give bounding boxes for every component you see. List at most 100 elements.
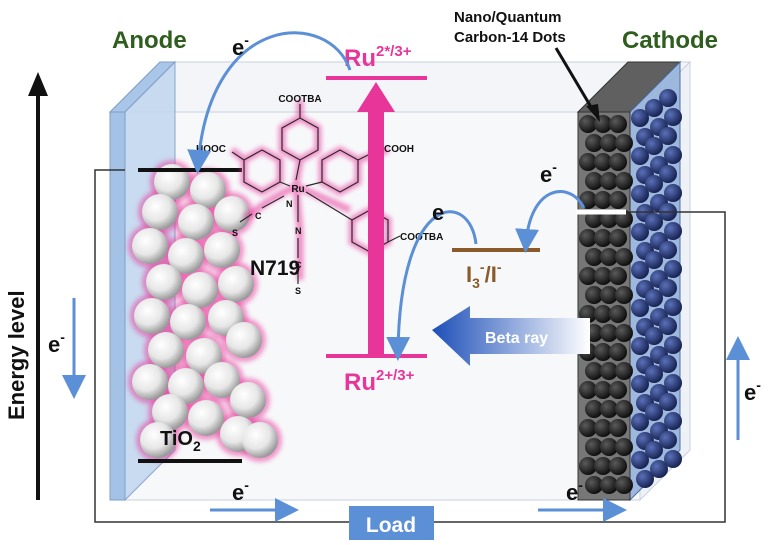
carbon-dot: [600, 172, 618, 190]
carbon-dot: [600, 134, 618, 152]
electron-label-cathode: e-: [540, 159, 557, 187]
carbon-dot: [594, 419, 612, 437]
cathode-particle: [631, 261, 649, 279]
cathode-particle: [631, 375, 649, 393]
cathode-particle: [645, 289, 663, 307]
cathode-particle: [664, 184, 682, 202]
carbon-dot: [600, 324, 618, 342]
carbon-dot: [600, 286, 618, 304]
cathode-particle: [659, 393, 677, 411]
cathode-particle: [659, 317, 677, 335]
tio2-particle: [168, 238, 204, 274]
carbon-dot: [609, 381, 627, 399]
cathode-particle: [659, 89, 677, 107]
tio2-particle: [168, 368, 204, 404]
carbon-dot: [585, 476, 603, 494]
carbon-dot: [579, 115, 597, 133]
tio2-particle: [134, 298, 170, 334]
cathode-particle: [645, 403, 663, 421]
tio2-particle: [226, 322, 262, 358]
tio2-particle: [148, 332, 184, 368]
anode-label: Anode: [112, 27, 187, 54]
tio2-particle: [242, 422, 278, 458]
carbon-dot: [609, 457, 627, 475]
carbon-dot: [594, 153, 612, 171]
cathode-particle: [664, 222, 682, 240]
cathode-particle: [631, 451, 649, 469]
carbon-dot: [609, 115, 627, 133]
carbon-dot: [600, 400, 618, 418]
tio2-particle: [146, 264, 182, 300]
electron-label-right: e-: [744, 377, 761, 405]
carbon-dot: [585, 134, 603, 152]
tio2-particle: [218, 266, 254, 302]
molecule-cootba-top: COOTBA: [278, 94, 321, 105]
carbon-14-dots: [579, 89, 682, 494]
carbon-dot: [609, 229, 627, 247]
redox-label: I3-/I-: [466, 259, 502, 291]
cathode-particle: [659, 127, 677, 145]
tio2-particle: [142, 194, 178, 230]
carbon-dot: [609, 191, 627, 209]
cathode-transfer-arrow: [515, 190, 586, 253]
molecule-cootba-right: COOTBA: [400, 232, 443, 243]
nano-label-line1: Nano/Quantum: [454, 9, 562, 26]
regeneration-arrow: [386, 210, 478, 361]
load-box: [349, 506, 434, 540]
cathode-particle: [645, 327, 663, 345]
cathode-particle: [659, 279, 677, 297]
molecule-s-bottom: S: [295, 286, 301, 296]
carbon-dot: [609, 267, 627, 285]
cathode-particle: [631, 413, 649, 431]
electron-label-regeneration: e: [432, 200, 444, 225]
cathode-particle: [631, 147, 649, 165]
carbon-dot: [615, 248, 633, 266]
carbon-dot: [585, 172, 603, 190]
cathode-particle: [659, 431, 677, 449]
cathode-particle: [631, 299, 649, 317]
carbon-dot: [609, 153, 627, 171]
carbon-dot: [585, 248, 603, 266]
carbon-dot: [615, 400, 633, 418]
cathode-particle: [645, 441, 663, 459]
nano-label-line2: Carbon-14 Dots: [454, 29, 566, 46]
cathode-particle: [645, 251, 663, 269]
tio2-particle: [132, 228, 168, 264]
carbon-dot: [615, 134, 633, 152]
molecule-n-bottom: N: [295, 226, 302, 236]
ru-ground-label: Ru2+/3+: [344, 367, 415, 396]
carbon-dot: [594, 191, 612, 209]
carbon-dot: [579, 381, 597, 399]
carbon-dot: [579, 229, 597, 247]
tio2-particle: [154, 164, 190, 200]
cathode-particle: [631, 337, 649, 355]
carbon-dot: [579, 153, 597, 171]
energy-level-label: Energy level: [4, 290, 29, 420]
carbon-dot: [615, 324, 633, 342]
cathode-particle: [659, 355, 677, 373]
carbon-dot: [615, 286, 633, 304]
tio2-particle: [170, 304, 206, 340]
carbon-dot: [594, 457, 612, 475]
tio2-particle: [178, 204, 214, 240]
cathode-particle: [645, 99, 663, 117]
excitation-arrow: [357, 82, 395, 356]
carbon-dot: [600, 476, 618, 494]
cathode-particle: [645, 137, 663, 155]
electron-label-injection: e-: [232, 32, 249, 60]
cathode-particle: [664, 260, 682, 278]
cathode-particle: [645, 365, 663, 383]
cathode-particle: [631, 185, 649, 203]
tio2-particles: [128, 160, 282, 462]
tio2-label: TiO2: [160, 428, 201, 454]
carbon-dot: [585, 286, 603, 304]
electron-label-left: e-: [48, 329, 65, 357]
cathode-particle: [664, 146, 682, 164]
carbon-dot: [600, 438, 618, 456]
cathode-particle: [664, 450, 682, 468]
cathode-particle: [664, 298, 682, 316]
load-label: Load: [366, 514, 416, 537]
tio2-particle: [204, 362, 240, 398]
cathode-particle: [636, 470, 654, 488]
carbon-dot: [585, 362, 603, 380]
